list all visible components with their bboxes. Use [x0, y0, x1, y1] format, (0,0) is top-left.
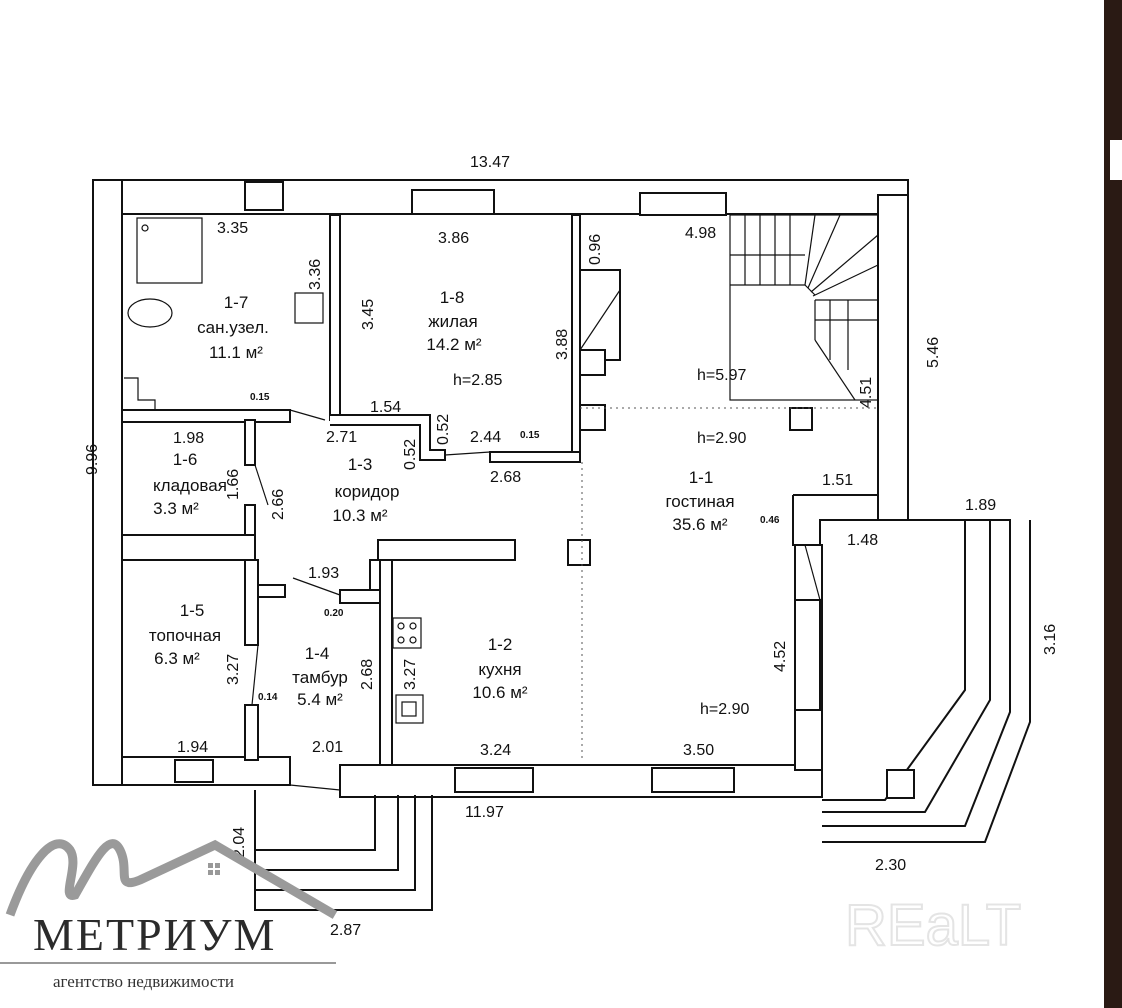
dim-top-total: 13.47	[470, 154, 510, 171]
edge-gap	[1110, 140, 1122, 180]
svg-text:коридор: коридор	[335, 482, 400, 501]
dim-label: 3.50	[683, 742, 714, 759]
room-1-2: 1-2 кухня 10.6 м²	[472, 635, 527, 702]
fixtures	[124, 217, 424, 724]
dim-porch-right-side: 3.16	[1042, 624, 1059, 655]
walls	[92, 179, 909, 798]
dim-label: 0.14	[258, 692, 278, 703]
dim-label: 0.15	[520, 430, 540, 441]
svg-text:1-2: 1-2	[488, 635, 513, 654]
metrium-logo: МЕТРИУМ агентство недвижимости	[0, 839, 338, 991]
dim-label: 0.20	[324, 608, 344, 619]
dim-right-upper: 5.46	[925, 337, 942, 368]
svg-text:тамбур: тамбур	[292, 668, 348, 687]
room-1-1: 1-1 гостиная 35.6 м²	[665, 468, 734, 534]
dim-label: 4.52	[772, 641, 789, 672]
dim-label: 1.54	[370, 399, 401, 416]
svg-text:11.1 м²: 11.1 м²	[209, 343, 263, 362]
height-label: h=5.97	[697, 367, 746, 384]
dim-porch-right-top: 1.89	[965, 497, 996, 514]
dim-label: 2.68	[490, 469, 521, 486]
dim-label: 0.52	[435, 414, 452, 445]
dim-label: 3.86	[438, 230, 469, 247]
room-1-4: 1-4 тамбур 5.4 м²	[292, 644, 348, 709]
svg-text:5.4 м²: 5.4 м²	[297, 690, 343, 709]
height-label: h=2.85	[453, 372, 502, 389]
room-1-5: 1-5 топочная 6.3 м²	[149, 601, 221, 668]
svg-text:жилая: жилая	[428, 312, 477, 331]
dim-porch-left-bottom: 2.87	[330, 922, 361, 939]
realt-watermark: REaLT	[845, 893, 1021, 958]
dim-label: 4.51	[858, 377, 875, 408]
dim-label: 4.98	[685, 225, 716, 242]
height-labels: h=2.85 h=5.97 h=2.90 h=2.90	[453, 367, 749, 718]
dim-label: 2.44	[470, 429, 501, 446]
dim-bottom-total: 11.97	[465, 804, 504, 821]
svg-text:14.2 м²: 14.2 м²	[426, 335, 481, 354]
dim-label: 2.68	[359, 659, 376, 690]
dim-label: 3.35	[217, 220, 248, 237]
dim-label: 1.98	[173, 430, 204, 447]
svg-text:1-8: 1-8	[440, 288, 465, 307]
dim-label: 1.66	[225, 469, 242, 500]
room-1-3: 1-3 коридор 10.3 м²	[332, 455, 399, 525]
porch-left	[254, 784, 433, 911]
dim-label: 3.27	[402, 659, 419, 690]
svg-text:кухня: кухня	[478, 660, 521, 679]
svg-text:1-5: 1-5	[180, 601, 205, 620]
svg-text:топочная: топочная	[149, 626, 221, 645]
porch-right	[804, 519, 1031, 843]
dim-porch-right-bottom: 2.30	[875, 857, 906, 874]
height-label: h=2.90	[700, 701, 749, 718]
dim-label: 1.51	[822, 472, 853, 489]
dimension-labels: 13.47 9.96 11.97 5.46 1.89 3.16 2.30 2.0…	[84, 154, 1059, 939]
svg-text:3.3 м²: 3.3 м²	[153, 499, 199, 518]
height-label: h=2.90	[697, 430, 746, 447]
svg-text:1-6: 1-6	[173, 450, 198, 469]
dim-label: 3.36	[307, 259, 324, 290]
dim-label: 2.71	[326, 429, 357, 446]
dim-label: 1.94	[177, 739, 208, 756]
dim-label: 2.66	[270, 489, 287, 520]
room-labels: 1-7 сан.узел. 11.1 м² 1-8 жилая 14.2 м² 1-3 к…	[149, 288, 735, 709]
agency-tagline: агентство недвижимости	[53, 972, 234, 991]
svg-text:1-3: 1-3	[348, 455, 373, 474]
dim-label: 0.96	[587, 234, 604, 265]
dim-porch-left-side: 2.04	[231, 827, 248, 858]
svg-text:1-4: 1-4	[305, 644, 330, 663]
svg-text:10.3 м²: 10.3 м²	[332, 506, 387, 525]
agency-name: МЕТРИУМ	[33, 909, 276, 960]
dim-label: 1.93	[308, 565, 339, 582]
svg-text:кладовая: кладовая	[153, 476, 227, 495]
dim-label: 0.52	[402, 439, 419, 470]
staircase	[729, 214, 879, 401]
dim-label: 3.27	[225, 654, 242, 685]
svg-text:сан.узел.: сан.узел.	[197, 318, 269, 337]
svg-text:6.3 м²: 6.3 м²	[154, 649, 200, 668]
svg-text:10.6 м²: 10.6 м²	[472, 683, 527, 702]
svg-text:1-1: 1-1	[689, 468, 714, 487]
dim-left-total: 9.96	[84, 444, 101, 475]
dim-label: 3.88	[554, 329, 571, 360]
door-swings	[251, 409, 491, 706]
dim-label: 3.45	[360, 299, 377, 330]
svg-text:35.6 м²: 35.6 м²	[672, 515, 727, 534]
room-1-7: 1-7 сан.узел. 11.1 м²	[197, 293, 269, 362]
dim-label: 2.01	[312, 739, 343, 756]
svg-text:гостиная: гостиная	[665, 492, 734, 511]
room-1-8: 1-8 жилая 14.2 м²	[426, 288, 481, 354]
dim-label: 1.48	[847, 532, 878, 549]
dim-label: 0.15	[250, 392, 270, 403]
dim-label: 0.46	[760, 515, 780, 526]
dim-label: 3.24	[480, 742, 511, 759]
edge-strip	[1104, 0, 1122, 1008]
room-1-6: 1-6 кладовая 3.3 м²	[153, 450, 227, 518]
svg-text:1-7: 1-7	[224, 293, 249, 312]
